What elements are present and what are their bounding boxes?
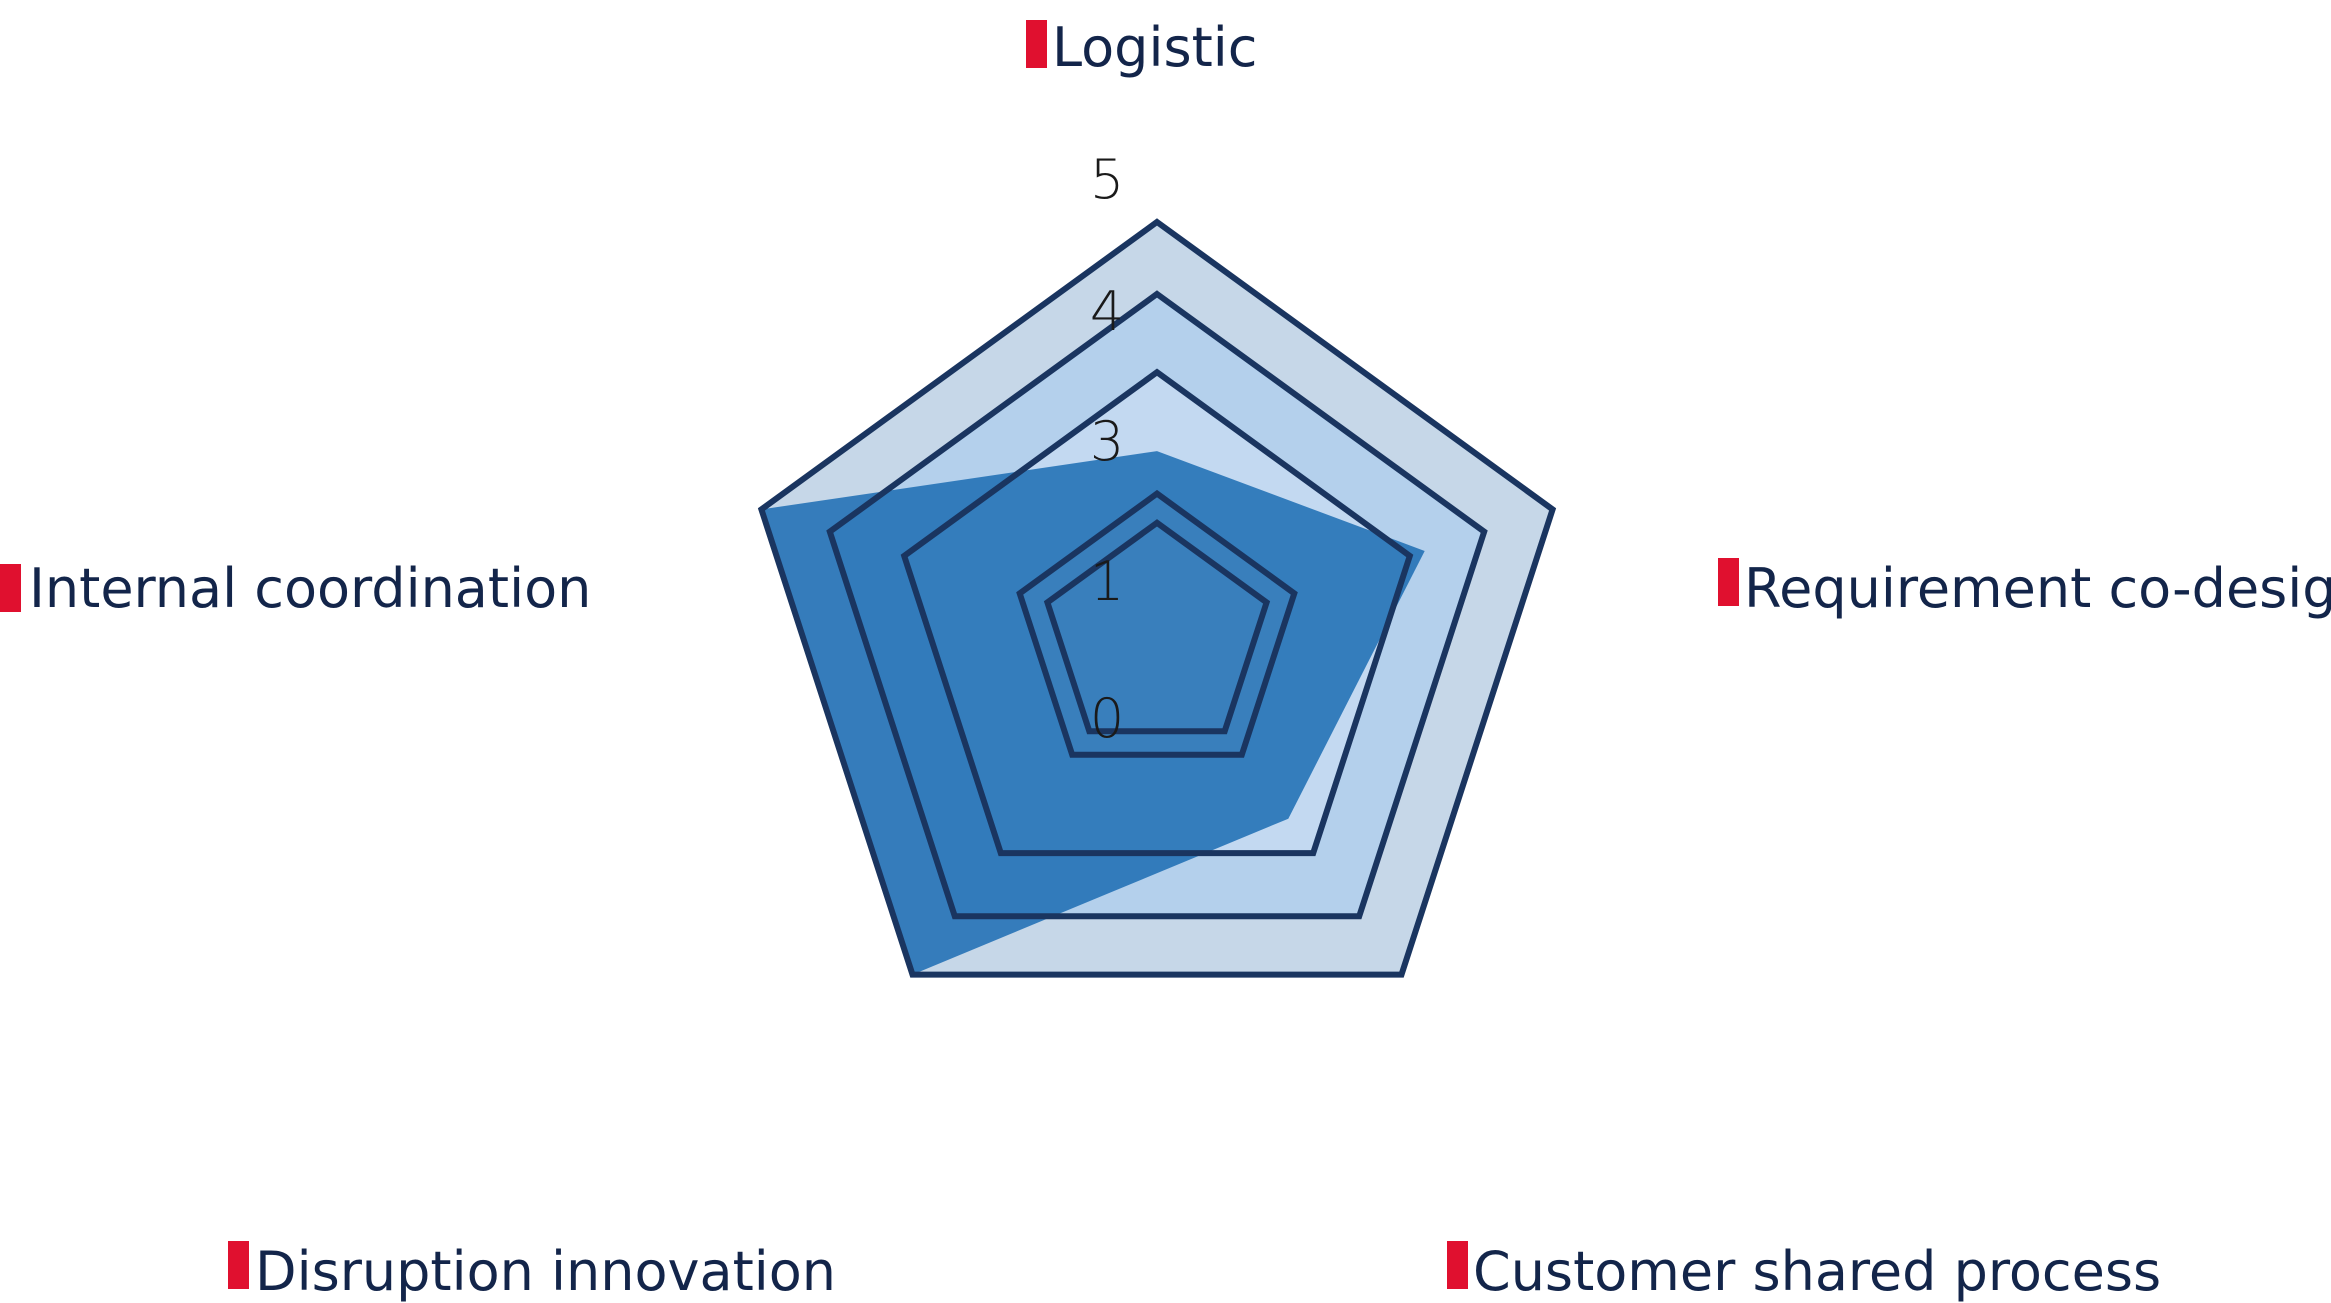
tick-label-0: 0 [1090, 687, 1124, 750]
axis-label-3: Disruption innovation [255, 1240, 836, 1303]
axis-marker-3 [228, 1241, 249, 1289]
ring-5 [757, 218, 1557, 978]
axis-marker-4 [0, 564, 21, 612]
axis-marker-1 [1718, 558, 1739, 606]
axis-label-1: Requirement co-design [1744, 557, 2331, 620]
ring-3 [900, 368, 1414, 857]
axis-marker-2 [1447, 1241, 1468, 1289]
ring-1 [1016, 489, 1298, 758]
tick-labels: 0 1 3 4 5 [1090, 148, 1124, 750]
axis-label-2: Customer shared process [1473, 1240, 2161, 1303]
grid-rings [757, 218, 1557, 978]
tick-label-5: 5 [1090, 148, 1124, 211]
tick-label-4: 4 [1090, 280, 1124, 343]
tick-label-1: 1 [1090, 550, 1124, 613]
axis-marker-0 [1026, 20, 1047, 68]
axis-label-0: Logistic [1052, 16, 1257, 79]
axis-label-4: Internal coordination [29, 557, 591, 620]
tick-label-3: 3 [1090, 410, 1124, 473]
ring-0 [1043, 519, 1271, 735]
series-area-0 [761, 451, 1425, 975]
data-series [761, 451, 1425, 975]
ring-4 [826, 290, 1488, 920]
